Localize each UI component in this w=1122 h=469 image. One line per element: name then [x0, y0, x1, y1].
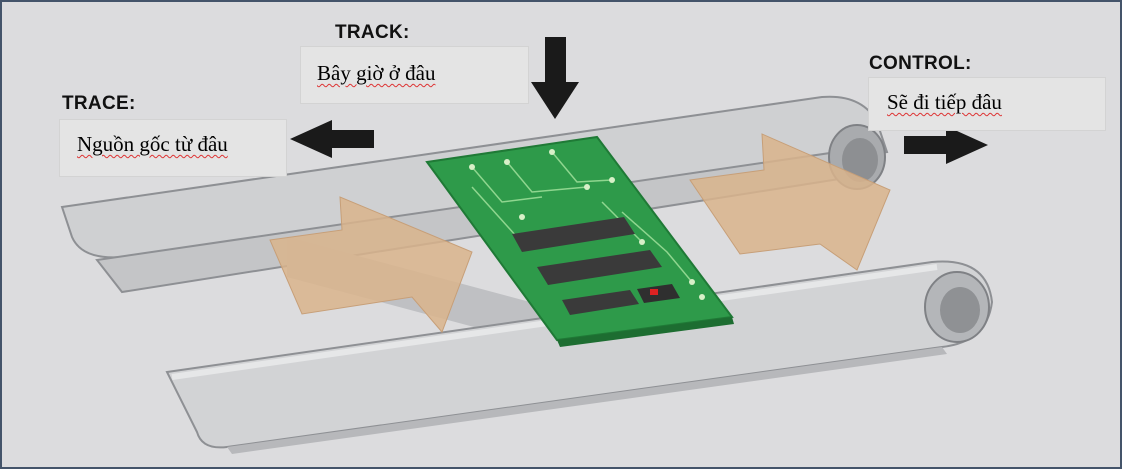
trace-heading: TRACE:	[62, 93, 136, 114]
flow-arrow-right	[689, 133, 891, 271]
chip-2	[537, 250, 662, 285]
track-heading: TRACK:	[335, 22, 410, 43]
track-text: Bây giờ ở đâu	[317, 61, 436, 85]
trace-arrow	[290, 120, 374, 158]
trace-note: Nguồn gốc từ đâu	[59, 119, 287, 177]
control-text: Sẽ đi tiếp đâu	[887, 90, 1002, 114]
pcb-board	[425, 135, 734, 347]
trace-text: Nguồn gốc từ đâu	[77, 132, 228, 156]
chip-4	[637, 284, 680, 303]
flow-arrow-left	[269, 196, 473, 333]
chip-1	[512, 217, 635, 252]
control-note: Sẽ đi tiếp đâu	[868, 77, 1106, 131]
control-arrow	[904, 126, 988, 164]
track-arrow	[531, 37, 579, 119]
control-heading: CONTROL:	[869, 53, 972, 74]
chip-3	[562, 290, 639, 315]
led-indicator	[650, 289, 658, 295]
track-note: Bây giờ ở đâu	[300, 46, 529, 104]
